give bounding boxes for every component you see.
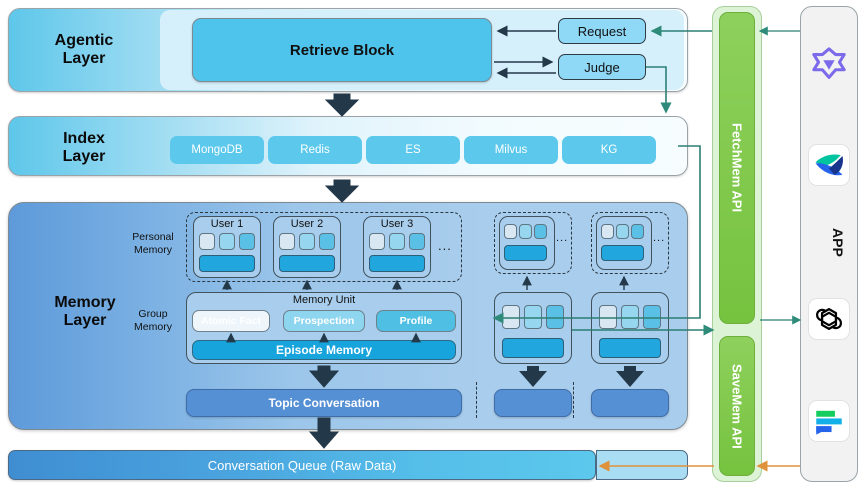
- memory-bar: [369, 255, 425, 272]
- memory-slot: [502, 305, 520, 329]
- request-block[interactable]: Request: [558, 18, 646, 44]
- memory-slot: [409, 233, 425, 250]
- memory-slot: [643, 305, 661, 329]
- index-store-kg[interactable]: KG: [562, 136, 656, 164]
- conversation-queue[interactable]: [8, 450, 596, 480]
- memory-bar: [599, 338, 661, 358]
- memory-slot: [621, 305, 639, 329]
- memory-slot: [219, 233, 235, 250]
- memory-slot: [319, 233, 335, 250]
- memory-slot: [534, 224, 547, 239]
- memory-slot: [524, 305, 542, 329]
- memory-layer-label: Memory Layer: [54, 294, 116, 330]
- retrieve-block[interactable]: Retrieve Block: [192, 18, 492, 82]
- memory-slot: [369, 233, 385, 250]
- topic-conversation-b[interactable]: [591, 389, 669, 417]
- memory-slot: [389, 233, 405, 250]
- chatbars-icon[interactable]: [808, 400, 850, 442]
- agentic-layer-label: Agentic Layer: [54, 32, 114, 68]
- user-ellipsis: ...: [653, 232, 666, 244]
- memory-slot: [199, 233, 215, 250]
- memory-bar: [502, 338, 564, 358]
- episode-memory[interactable]: Episode Memory: [192, 340, 456, 360]
- column-separator: [573, 382, 574, 418]
- memory-slot: [599, 305, 617, 329]
- user-ellipsis: ...: [556, 232, 569, 244]
- user-label-2: User 2: [290, 218, 324, 230]
- savemem-api-bar[interactable]: SaveMem API: [719, 336, 755, 476]
- judge-block[interactable]: Judge: [558, 54, 646, 80]
- index-store-mongodb[interactable]: MongoDB: [170, 136, 264, 164]
- chip-atomic-fact[interactable]: Atomic Fact: [192, 310, 270, 332]
- memory-slot: [504, 224, 517, 239]
- index-store-milvus[interactable]: Milvus: [464, 136, 558, 164]
- qwen-icon[interactable]: [808, 44, 850, 86]
- memory-bar: [504, 245, 547, 261]
- fetchmem-api-bar[interactable]: FetchMem API: [719, 12, 755, 324]
- conversation-queue-label: Conversation Queue (Raw Data): [207, 458, 397, 473]
- memory-bar: [199, 255, 255, 272]
- personal-memory-group-main: [186, 212, 462, 282]
- memory-slot: [546, 305, 564, 329]
- group-memory-label: Group Memory: [134, 308, 172, 333]
- memory-slot: [519, 224, 532, 239]
- memory-slot: [279, 233, 295, 250]
- chip-profile[interactable]: Profile: [376, 310, 456, 332]
- memory-bar: [601, 245, 644, 261]
- memory-slot: [299, 233, 315, 250]
- memory-slot: [631, 224, 644, 239]
- column-separator: [476, 382, 477, 418]
- index-layer-label: Index Layer: [62, 130, 106, 166]
- fetchmem-api-label: FetchMem API: [729, 123, 745, 213]
- openai-icon[interactable]: [808, 298, 850, 340]
- conversation-queue-tail: [596, 450, 688, 480]
- savemem-api-label: SaveMem API: [729, 363, 745, 449]
- index-store-redis[interactable]: Redis: [268, 136, 362, 164]
- topic-conversation-a[interactable]: [494, 389, 572, 417]
- chip-prospection[interactable]: Prospection: [283, 310, 365, 332]
- user-ellipsis: ...: [438, 238, 452, 253]
- memory-unit-label: Memory Unit: [292, 294, 356, 306]
- topic-conversation[interactable]: Topic Conversation: [186, 389, 462, 417]
- index-store-es[interactable]: ES: [366, 136, 460, 164]
- memory-bar: [279, 255, 335, 272]
- memory-slot: [239, 233, 255, 250]
- user-label-3: User 3: [380, 218, 414, 230]
- user-label-1: User 1: [210, 218, 244, 230]
- app-column-label: APP: [830, 228, 846, 257]
- memory-slot: [601, 224, 614, 239]
- personal-memory-label: Personal Memory: [132, 231, 174, 256]
- doubao-icon[interactable]: [808, 144, 850, 186]
- memory-slot: [616, 224, 629, 239]
